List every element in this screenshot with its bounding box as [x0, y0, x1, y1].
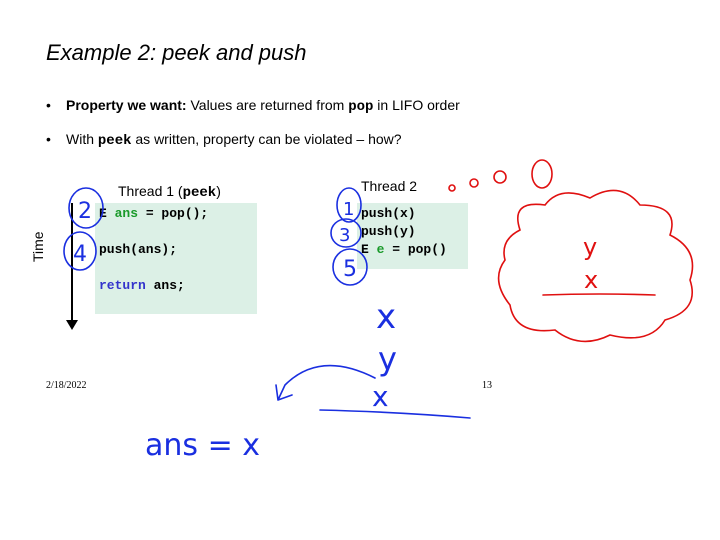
thought-stack-item: x [584, 266, 598, 294]
page-number: 13 [482, 380, 492, 391]
ink-step: 2 [78, 199, 92, 224]
ink-result: ans = x [145, 428, 260, 463]
ink-circle [332, 248, 368, 286]
thought-stack-base [542, 293, 656, 296]
footer-date: 2/18/2022 [46, 380, 87, 391]
time-arrow-icon [66, 320, 78, 330]
time-axis-line [71, 203, 73, 325]
ink-circle [68, 187, 104, 229]
thought-cloud [497, 189, 694, 343]
code-line: push(x) [361, 206, 416, 221]
thread2-code: push(x) push(y) E e = pop() [357, 203, 468, 269]
thought-stack-item: y [583, 233, 597, 261]
ink-step: 4 [73, 242, 87, 267]
thought-bubble [493, 170, 507, 184]
ink-stack-item: y [378, 340, 397, 378]
code-line: push(y) [361, 224, 416, 239]
thread1-label: Thread 1 (peek) [118, 183, 221, 201]
slide-title: Example 2: peek and push [46, 40, 307, 65]
ink-stack-item: x [372, 380, 389, 413]
ink-arrow [275, 364, 376, 401]
ink-step: 1 [343, 199, 354, 220]
thought-bubble [531, 159, 553, 189]
bullet-2: •With peek as written, property can be v… [46, 131, 402, 149]
bullet-1: •Property we want: Values are returned f… [46, 97, 460, 115]
code-line: push(ans); [99, 242, 178, 257]
ink-circle [336, 187, 362, 223]
thought-bubble [448, 184, 456, 192]
ink-step: 5 [343, 257, 357, 282]
ink-circle [63, 231, 97, 271]
ink-circle [330, 218, 362, 248]
ink-step: 3 [339, 225, 350, 246]
ink-stack-base [319, 409, 471, 419]
thought-bubble [469, 178, 479, 188]
ink-stack-item: x [376, 297, 396, 337]
code-line: E e = pop() [361, 242, 447, 257]
thread2-label: Thread 2 [361, 178, 418, 194]
code-line: return ans; [99, 278, 185, 293]
